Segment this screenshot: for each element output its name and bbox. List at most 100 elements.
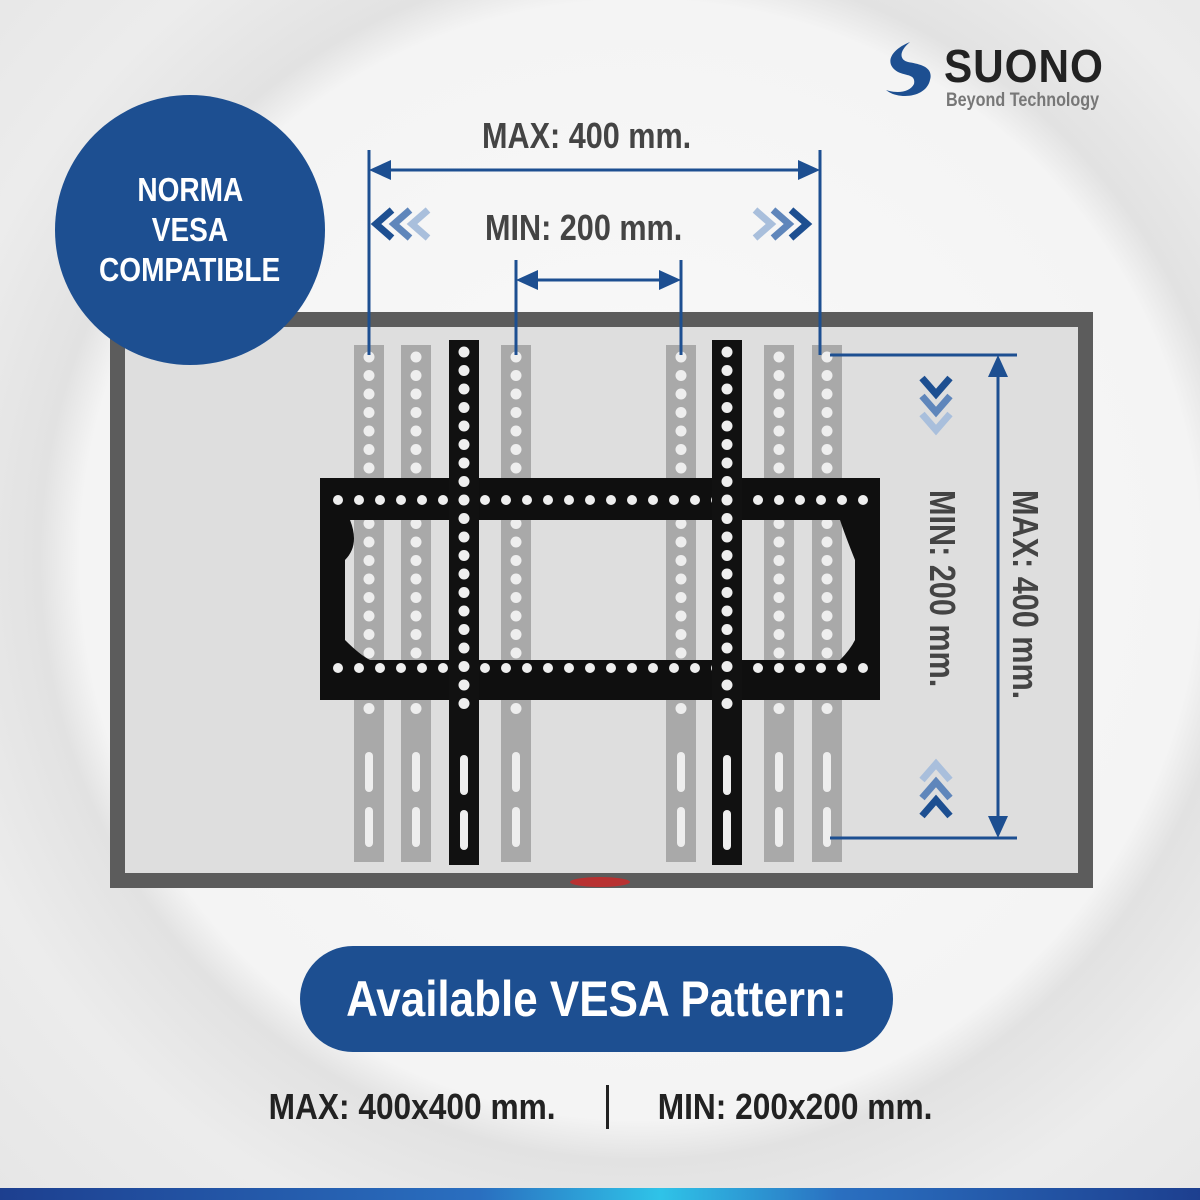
- strip-hole: [458, 531, 470, 543]
- frame-hole: [354, 663, 364, 673]
- frame-hole: [354, 495, 364, 505]
- badge-line: COMPATIBLE: [99, 251, 281, 288]
- strip-hole: [721, 383, 733, 395]
- strip-hole: [363, 610, 375, 622]
- strip-hole: [821, 555, 833, 566]
- frame-hole: [501, 663, 511, 673]
- frame-hole: [858, 495, 868, 505]
- pattern-title: Available VESA Pattern:: [346, 971, 847, 1027]
- strip-hole: [773, 610, 785, 622]
- tv-power-led: [570, 877, 630, 887]
- strip-hole: [773, 573, 785, 585]
- strip-hole: [821, 518, 833, 529]
- strip-hole: [458, 679, 470, 691]
- strip-hole: [510, 703, 522, 714]
- strip-hole: [773, 592, 785, 603]
- strip-hole: [721, 550, 733, 561]
- strip-hole: [773, 425, 785, 437]
- strip-hole: [510, 351, 522, 363]
- strip-slot: [677, 807, 685, 847]
- strip-hole: [410, 536, 422, 548]
- frame-hole: [627, 495, 637, 505]
- strip-hole: [510, 370, 522, 381]
- strip-hole: [773, 629, 785, 640]
- frame-hole: [606, 495, 616, 505]
- frame-hole: [564, 663, 574, 673]
- strip-hole: [721, 365, 733, 376]
- vertical-max-label: MAX: 400 mm.: [1005, 490, 1046, 700]
- strip-hole: [363, 407, 375, 418]
- strip-hole: [510, 388, 522, 400]
- strip-hole: [458, 587, 470, 598]
- frame-hole: [648, 495, 658, 505]
- strip-hole: [821, 370, 833, 381]
- frame-hole: [795, 663, 805, 673]
- strip-hole: [458, 346, 470, 358]
- frame-hole: [480, 663, 490, 673]
- brand-tagline: Beyond Technology: [946, 90, 1100, 111]
- strip-hole: [363, 351, 375, 363]
- strip-slot: [512, 752, 520, 792]
- strip-hole: [821, 444, 833, 455]
- pattern-specs: MAX: 400x400 mm. MIN: 200x200 mm.: [0, 1085, 1200, 1129]
- strip-hole: [821, 703, 833, 714]
- strip-hole: [721, 698, 733, 709]
- strip-hole: [821, 388, 833, 400]
- horizontal-max-label: MAX: 400 mm.: [482, 115, 692, 156]
- vesa-diagram: [110, 150, 1093, 888]
- strip-hole: [458, 642, 470, 654]
- strip-hole: [510, 407, 522, 418]
- strip-hole: [458, 420, 470, 432]
- frame-hole: [753, 495, 763, 505]
- strip-hole: [675, 536, 687, 548]
- strip-hole: [363, 370, 375, 381]
- strip-hole: [773, 647, 785, 659]
- suono-logo-icon: [886, 42, 931, 96]
- frame-hole: [669, 663, 679, 673]
- frame-hole: [396, 495, 406, 505]
- strip-slot: [460, 810, 468, 850]
- badge-line: VESA: [151, 211, 229, 248]
- strip-hole: [721, 661, 733, 672]
- strip-hole: [458, 476, 470, 487]
- frame-hole: [627, 663, 637, 673]
- strip-hole: [721, 605, 733, 617]
- strip-hole: [675, 351, 687, 363]
- strip-hole: [821, 536, 833, 548]
- strip-hole: [363, 592, 375, 603]
- arrowheads: [369, 160, 1008, 838]
- strip-hole: [510, 573, 522, 585]
- strip-hole: [773, 518, 785, 529]
- strip-hole: [458, 439, 470, 450]
- frame-hole: [837, 495, 847, 505]
- strip-hole: [510, 425, 522, 437]
- strip-slot: [775, 807, 783, 847]
- divider: [605, 1085, 609, 1129]
- strip-hole: [458, 402, 470, 413]
- strip-hole: [510, 647, 522, 659]
- strip-slot: [723, 755, 731, 795]
- strip-slot: [677, 752, 685, 792]
- strip-hole: [510, 444, 522, 455]
- strip-hole: [510, 629, 522, 640]
- strip-hole: [675, 425, 687, 437]
- strip-hole: [458, 568, 470, 580]
- strip-slot: [412, 807, 420, 847]
- strip-hole: [773, 351, 785, 363]
- strip-hole: [458, 457, 470, 469]
- strip-hole: [721, 568, 733, 580]
- strip-hole: [363, 388, 375, 400]
- strip-hole: [363, 647, 375, 659]
- strip-hole: [773, 536, 785, 548]
- strip-hole: [675, 647, 687, 659]
- strip-hole: [410, 573, 422, 585]
- strip-hole: [363, 629, 375, 640]
- strip-hole: [675, 573, 687, 585]
- frame-hole: [333, 495, 343, 505]
- strip-hole: [721, 642, 733, 654]
- frame-hole: [753, 663, 763, 673]
- strip-hole: [773, 407, 785, 418]
- frame-hole: [837, 663, 847, 673]
- frame-hole: [690, 495, 700, 505]
- strip-hole: [821, 647, 833, 659]
